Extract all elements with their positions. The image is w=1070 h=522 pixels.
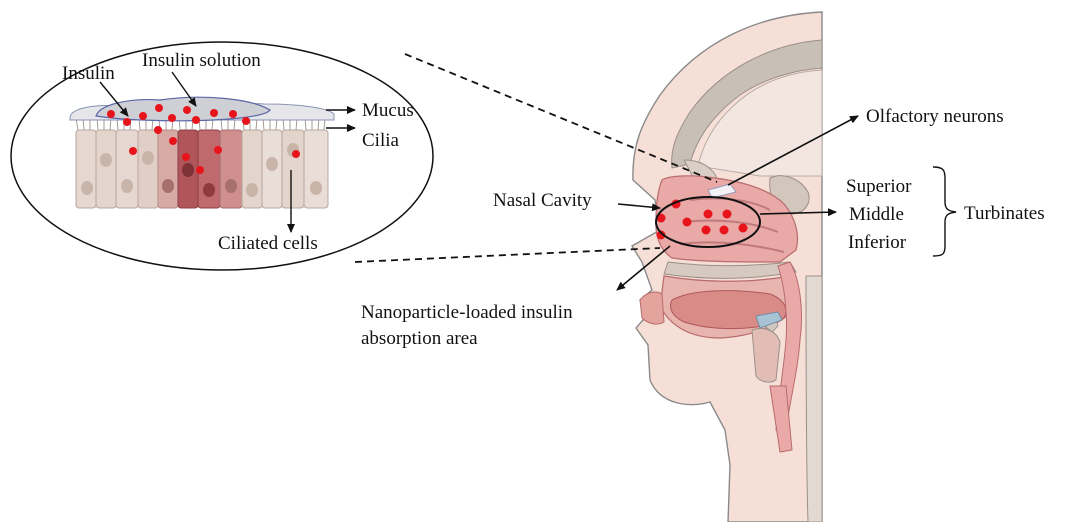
label-absorption-line1: Nanoparticle-loaded insulin: [361, 302, 573, 323]
cell-nucleus: [81, 181, 93, 195]
label-middle: Middle: [849, 204, 904, 225]
cell-nucleus: [310, 181, 322, 195]
insulin-dot: [702, 226, 711, 235]
cell-nucleus: [100, 153, 112, 167]
epithelial-cell: [282, 130, 304, 208]
label-olfactory-neurons: Olfactory neurons: [866, 106, 1004, 127]
insulin-dot: [196, 166, 204, 174]
insulin-dot: [107, 110, 115, 118]
insulin-dot: [683, 218, 692, 227]
insulin-dot: [169, 137, 177, 145]
zoom-dashed-line-bottom: [355, 248, 660, 262]
cell-nucleus: [246, 183, 258, 197]
epithelial-cell: [304, 130, 328, 208]
insulin-dot: [739, 224, 748, 233]
epithelial-cell: [96, 130, 116, 208]
label-inferior: Inferior: [848, 232, 907, 253]
head-illustration: [632, 12, 822, 522]
insulin-dot: [155, 104, 163, 112]
insulin-dot: [720, 226, 729, 235]
insulin-dot: [723, 210, 732, 219]
cell-nucleus: [142, 151, 154, 165]
insulin-dot: [704, 210, 713, 219]
larynx: [752, 329, 780, 383]
label-insulin: Insulin: [62, 63, 115, 84]
insulin-dot: [168, 114, 176, 122]
insulin-dot: [183, 106, 191, 114]
label-cilia: Cilia: [362, 130, 400, 151]
insulin-dot: [292, 150, 300, 158]
insulin-dot: [139, 112, 147, 120]
insulin-dot: [129, 147, 137, 155]
cell-nucleus: [121, 179, 133, 193]
label-nasal-cavity: Nasal Cavity: [493, 190, 592, 211]
cell-nucleus: [225, 179, 237, 193]
turbinates-bracket: [933, 167, 956, 256]
cell-nucleus: [182, 163, 194, 177]
insulin-dot: [229, 110, 237, 118]
label-turbinates: Turbinates: [964, 203, 1045, 224]
insulin-dot: [192, 116, 200, 124]
insulin-dot: [214, 146, 222, 154]
label-absorption-line2: absorption area: [361, 328, 478, 349]
insulin-dot: [182, 153, 190, 161]
label-superior: Superior: [846, 176, 912, 197]
label-ciliated-cells: Ciliated cells: [218, 233, 318, 254]
insulin-dot: [242, 117, 250, 125]
spine: [806, 276, 822, 522]
label-mucus: Mucus: [362, 100, 414, 121]
lips: [640, 292, 664, 324]
cell-nucleus: [266, 157, 278, 171]
nasal-cavity-arrow: [618, 204, 660, 208]
epithelial-cell: [76, 130, 96, 208]
label-insulin-solution: Insulin solution: [142, 50, 261, 71]
insulin-dot: [210, 109, 218, 117]
epithelial-cell: [220, 130, 242, 208]
cell-nucleus: [203, 183, 215, 197]
epithelial-cell: [138, 130, 158, 208]
cell-nucleus: [162, 179, 174, 193]
insulin-dot: [123, 118, 131, 126]
epithelial-cell: [116, 130, 138, 208]
insulin-dot: [154, 126, 162, 134]
